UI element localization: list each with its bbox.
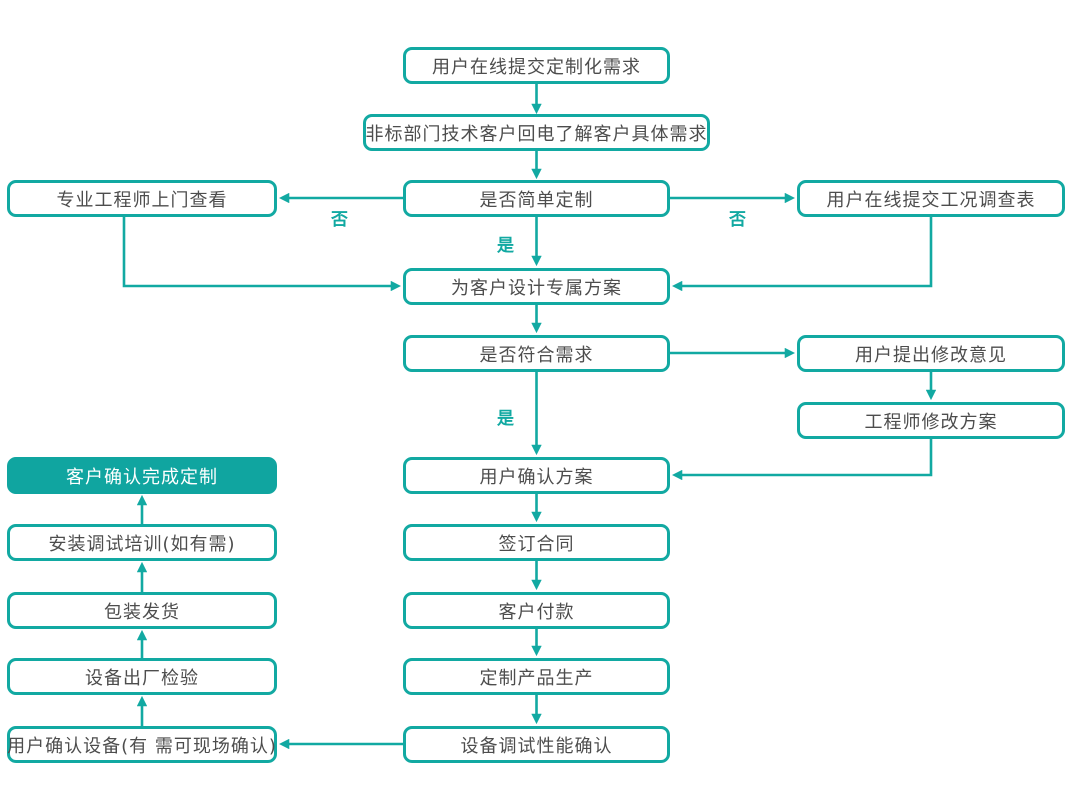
node-complete: 客户确认完成定制 bbox=[7, 457, 277, 494]
node-confirm-plan: 用户确认方案 bbox=[403, 457, 670, 494]
edge-label-yes-mid: 是 bbox=[497, 409, 514, 429]
node-engineer-visit: 专业工程师上门查看 bbox=[7, 180, 277, 217]
node-submit-request: 用户在线提交定制化需求 bbox=[403, 47, 670, 84]
node-revise-plan: 工程师修改方案 bbox=[797, 402, 1065, 439]
node-shipping: 包装发货 bbox=[7, 592, 277, 629]
node-callback: 非标部门技术客户回电了解客户具体需求 bbox=[363, 114, 710, 151]
edge-label-yes-top: 是 bbox=[497, 236, 514, 256]
node-production: 定制产品生产 bbox=[403, 658, 670, 695]
node-payment: 客户付款 bbox=[403, 592, 670, 629]
node-training: 安装调试培训(如有需) bbox=[7, 524, 277, 561]
node-feedback: 用户提出修改意见 bbox=[797, 335, 1065, 372]
edge-label-no-left: 否 bbox=[331, 210, 348, 230]
node-design-plan: 为客户设计专属方案 bbox=[403, 268, 670, 305]
edge-label-no-right: 否 bbox=[729, 210, 746, 230]
node-device-confirm: 用户确认设备(有 需可现场确认) bbox=[7, 726, 277, 763]
arrow-revise-to-confirmplan bbox=[671, 439, 933, 481]
node-factory-test: 设备出厂检验 bbox=[7, 658, 277, 695]
arrow-visit-to-design bbox=[122, 217, 402, 292]
node-survey-form: 用户在线提交工况调查表 bbox=[797, 180, 1065, 217]
node-meet-check: 是否符合需求 bbox=[403, 335, 670, 372]
arrow-survey-to-design bbox=[671, 217, 933, 292]
node-debug-confirm: 设备调试性能确认 bbox=[403, 726, 670, 763]
node-simple-check: 是否简单定制 bbox=[403, 180, 670, 217]
node-sign-contract: 签订合同 bbox=[403, 524, 670, 561]
